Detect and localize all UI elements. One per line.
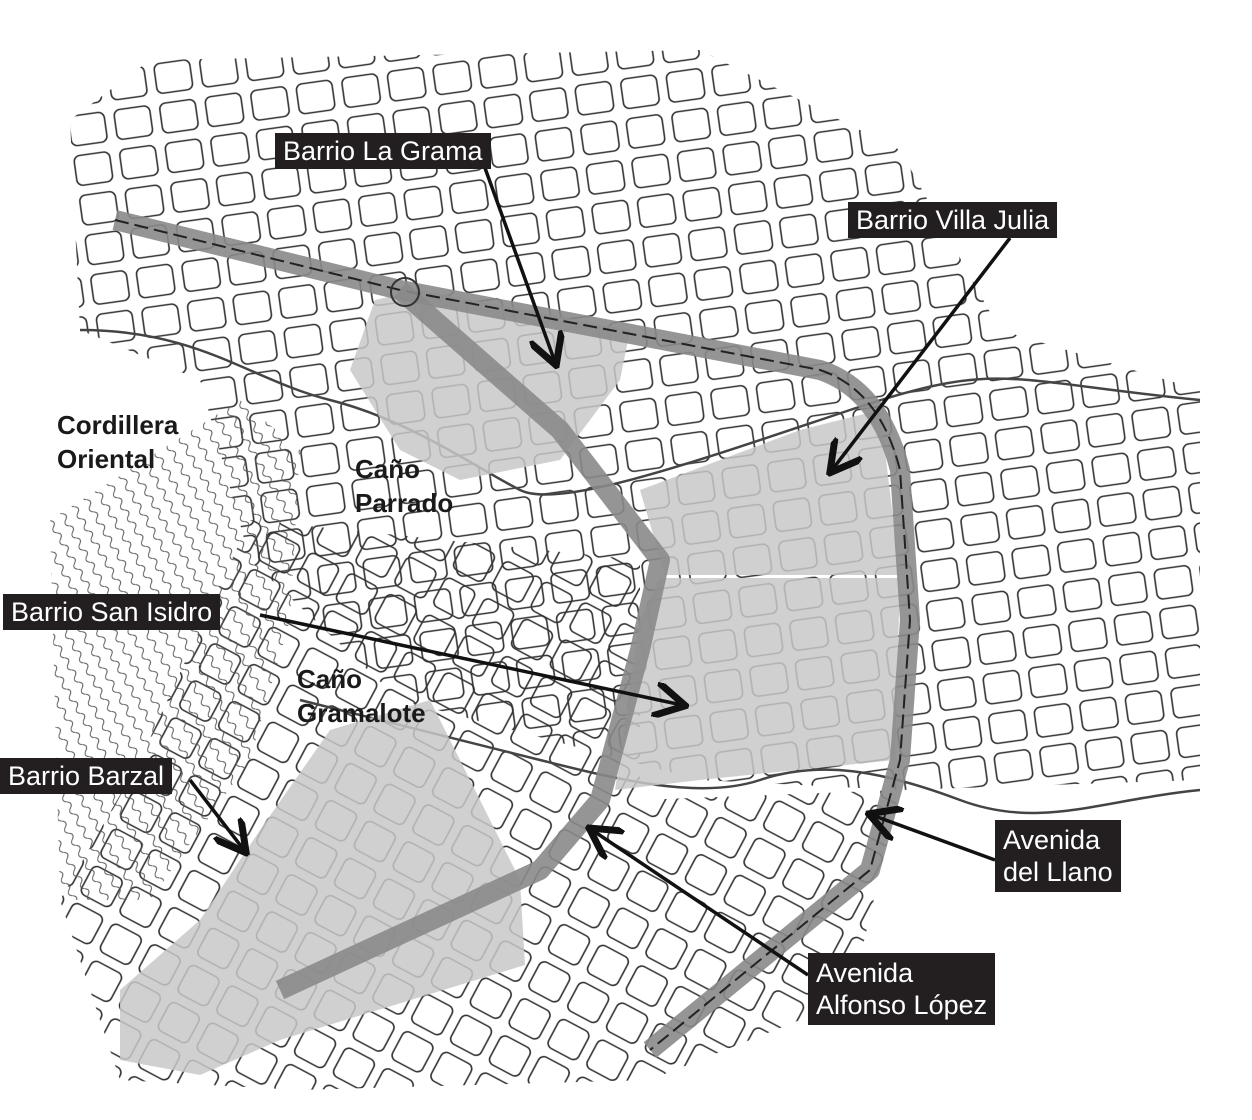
area-barzal (120, 700, 525, 1075)
place-line-1: Caño (297, 664, 362, 694)
callout-arrows (188, 167, 1012, 977)
river-parrado (79, 328, 1201, 496)
callout-barrio-barzal: Barrio Barzal (0, 758, 173, 794)
place-cano-parrado: Caño Parrado (355, 452, 453, 520)
place-line-2: Oriental (57, 444, 156, 474)
callout-line-1: Avenida (816, 958, 914, 988)
river-gramalote (299, 698, 1201, 815)
arrow-san-isidro (259, 613, 682, 705)
arrow-la-grama (483, 167, 555, 362)
callout-barrio-san-isidro: Barrio San Isidro (3, 594, 221, 630)
place-cano-gramalote: Caño Gramalote (297, 662, 426, 730)
callout-line-2: Alfonso López (816, 990, 988, 1020)
arrow-alfonso-lopez (592, 830, 809, 977)
place-line-2: Parrado (355, 488, 454, 518)
place-line-1: Caño (355, 454, 420, 484)
callout-line-1: Avenida (1003, 825, 1101, 855)
callout-barrio-villa-julia: Barrio Villa Julia (848, 202, 1058, 238)
arrow-barzal (188, 778, 244, 850)
area-san-isidro (615, 578, 900, 790)
callout-line-2: del Llano (1003, 857, 1113, 887)
avenida-alfonso-lopez (275, 282, 670, 1000)
arrow-del-llano (872, 815, 996, 862)
place-cordillera-oriental: Cordillera Oriental (57, 408, 178, 476)
callout-barrio-la-grama: Barrio La Grama (275, 133, 491, 169)
place-line-1: Cordillera (57, 410, 179, 440)
callout-avenida-del-llano: Avenida del Llano (995, 820, 1121, 892)
callout-avenida-alfonso-lopez: Avenida Alfonso López (808, 953, 996, 1025)
place-line-2: Gramalote (297, 698, 426, 728)
arrow-villa-julia (832, 236, 1012, 470)
